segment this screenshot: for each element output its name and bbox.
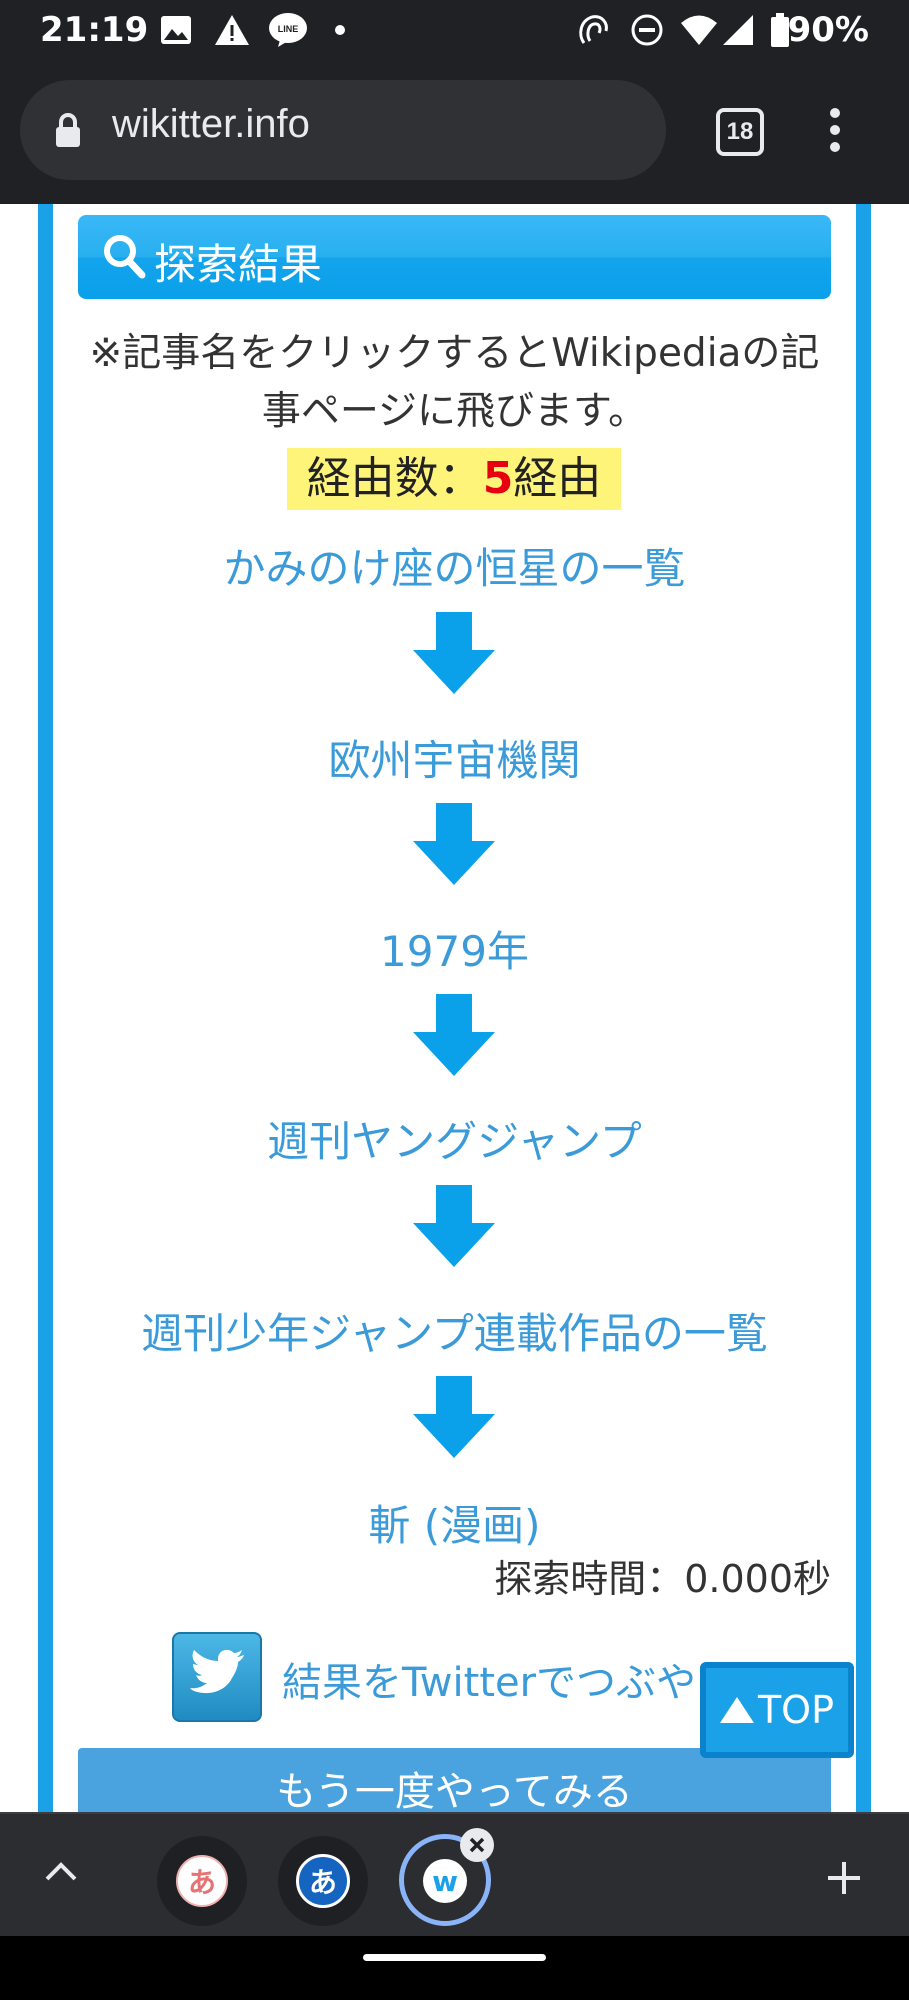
down-arrow-icon: [413, 803, 495, 885]
tweet-result-link[interactable]: 結果をTwitterでつぶやく: [282, 1660, 737, 1706]
battery-percentage: 90%: [787, 10, 869, 50]
route-count-label: 経由数：: [306, 453, 483, 504]
new-tab-plus-icon[interactable]: [826, 1860, 862, 1900]
warning-icon: [214, 12, 250, 48]
route-count-badge: 経由数：5経由: [287, 448, 621, 510]
retry-button[interactable]: もう一度やってみる: [78, 1748, 831, 1814]
status-time: 21:19: [40, 10, 149, 50]
down-arrow-icon: [413, 1185, 495, 1267]
article-link[interactable]: 1979年: [380, 927, 529, 976]
lock-icon: [54, 112, 82, 152]
article-link[interactable]: 週刊ヤングジャンプ: [267, 1117, 642, 1166]
top-button-label: TOP: [757, 1688, 835, 1732]
tab-thumbnail[interactable]: あ: [157, 1836, 247, 1926]
nfc-icon: [576, 12, 610, 48]
system-navigation-bar: [0, 1936, 909, 2000]
tab-thumbnail[interactable]: あ: [278, 1836, 368, 1926]
article-link[interactable]: 斬 (漫画): [368, 1501, 541, 1550]
line-app-icon: LINE: [268, 12, 308, 48]
tab-favicon: あ: [176, 1855, 228, 1907]
twitter-bird-icon[interactable]: [172, 1632, 262, 1722]
svg-text:LINE: LINE: [278, 24, 299, 34]
search-icon: [102, 233, 146, 283]
active-tab-ring: [399, 1834, 491, 1926]
do-not-disturb-icon: [630, 12, 664, 48]
article-link[interactable]: 週刊少年ジャンプ連載作品の一覧: [141, 1309, 768, 1358]
search-time: 探索時間：0.000秒: [494, 1557, 831, 1601]
tab-strip: あ あ w: [0, 1812, 909, 1936]
down-arrow-icon: [413, 612, 495, 694]
scroll-to-top-button[interactable]: TOP: [700, 1662, 854, 1758]
result-header-title: 探索結果: [154, 240, 323, 289]
result-header: 探索結果: [78, 215, 831, 299]
image-notification-icon: [160, 12, 192, 48]
wifi-icon: [680, 12, 718, 48]
instruction-note: ※記事名をクリックするとWikipediaの記事ページに飛びます。: [89, 331, 820, 434]
article-link[interactable]: 欧州宇宙機関: [328, 736, 581, 785]
address-bar[interactable]: wikitter.info: [20, 80, 666, 180]
down-arrow-icon: [413, 994, 495, 1076]
tab-switcher-button[interactable]: 18: [716, 108, 764, 156]
browser-toolbar: wikitter.info 18: [0, 64, 909, 204]
up-triangle-icon: [719, 1697, 754, 1723]
article-link[interactable]: かみのけ座の恒星の一覧: [223, 544, 686, 593]
status-bar: 21:19 LINE 90%: [0, 0, 909, 64]
route-count-unit: 経由: [513, 453, 602, 504]
chevron-up-icon[interactable]: [44, 1860, 78, 1886]
more-options-menu-icon[interactable]: [830, 108, 842, 159]
down-arrow-icon: [413, 1376, 495, 1458]
battery-icon: [770, 12, 790, 48]
url-text: wikitter.info: [112, 102, 310, 146]
more-notifications-dot-icon: [334, 12, 346, 48]
route-count-value: 5: [482, 453, 514, 504]
home-gesture-handle[interactable]: [363, 1954, 546, 1961]
tab-favicon: あ: [296, 1854, 350, 1908]
close-tab-icon[interactable]: [460, 1828, 494, 1862]
cellular-signal-icon: [722, 12, 754, 48]
